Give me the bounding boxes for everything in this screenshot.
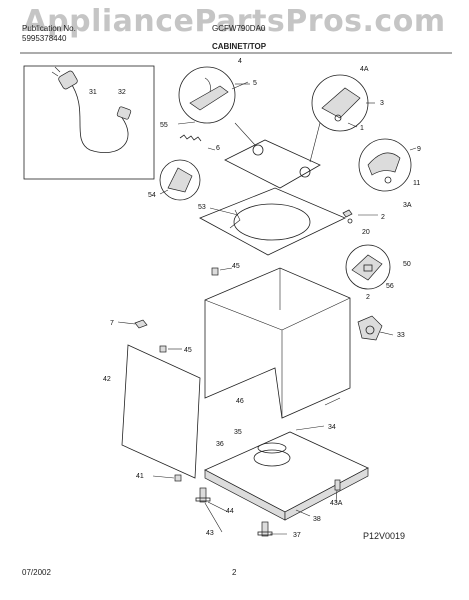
callout-31: 31 (89, 89, 97, 96)
front-panel (121, 344, 201, 479)
lid-switch (357, 315, 383, 341)
callout-46: 46 (236, 398, 244, 405)
footer-date: 07/2002 (22, 568, 51, 577)
callout-labels: 4 4A 5 3 1 31 32 55 6 9 11 3A 54 53 2 20… (89, 58, 421, 539)
detail-circle-upper-right (311, 74, 375, 132)
callout-36: 36 (216, 441, 224, 448)
callout-32: 32 (118, 89, 126, 96)
detail-circle-right (358, 138, 417, 192)
leveling-legs (195, 479, 341, 537)
callout-6: 6 (216, 145, 220, 152)
callout-43: 43 (206, 530, 214, 537)
callout-37: 37 (293, 532, 301, 539)
footer-page-number: 2 (232, 568, 237, 577)
power-cord-inset (23, 65, 155, 180)
callout-53: 53 (198, 204, 206, 211)
publication-label: Publication No. (22, 24, 76, 33)
callout-44: 44 (226, 508, 234, 515)
leader-lines (117, 81, 394, 535)
detail-circle-hinge (159, 159, 201, 201)
section-title: CABINET/TOP (212, 42, 267, 51)
callout-54: 54 (148, 192, 156, 199)
callout-33: 33 (397, 332, 405, 339)
callout-9: 9 (417, 146, 421, 153)
callout-43A: 43A (330, 500, 343, 507)
screw-and-clip (342, 209, 353, 224)
callout-4: 4 (238, 58, 242, 65)
publication-number: 5995378440 (22, 34, 67, 43)
callout-4A: 4A (360, 66, 369, 73)
top-panel (199, 187, 346, 256)
callout-45-top: 45 (232, 263, 240, 270)
diagram-code: P12V0019 (363, 531, 406, 541)
model-number: GCFW790DA0 (212, 24, 266, 33)
callout-5: 5 (253, 80, 257, 87)
callout-42: 42 (103, 376, 111, 383)
callout-11: 11 (413, 180, 420, 187)
callout-2-mid: 2 (366, 294, 370, 301)
callout-50: 50 (403, 261, 411, 268)
detail-circle-top (178, 66, 250, 124)
callout-35: 35 (234, 429, 242, 436)
callout-2-top: 2 (381, 214, 385, 221)
callout-38: 38 (313, 516, 321, 523)
callout-20: 20 (362, 229, 370, 236)
callout-55: 55 (160, 122, 168, 129)
callout-34: 34 (328, 424, 336, 431)
detail-circle-switch (345, 244, 391, 290)
cabinet-body (204, 267, 351, 419)
lid-plate (224, 122, 321, 189)
callout-3A: 3A (403, 202, 412, 209)
callout-41: 41 (136, 473, 144, 480)
callout-45-mid: 45 (184, 347, 192, 354)
callout-7: 7 (110, 320, 114, 327)
spring (179, 134, 202, 142)
callout-3: 3 (380, 100, 384, 107)
callout-56: 56 (386, 283, 394, 290)
screws-left (134, 319, 182, 482)
callout-1: 1 (360, 125, 364, 132)
